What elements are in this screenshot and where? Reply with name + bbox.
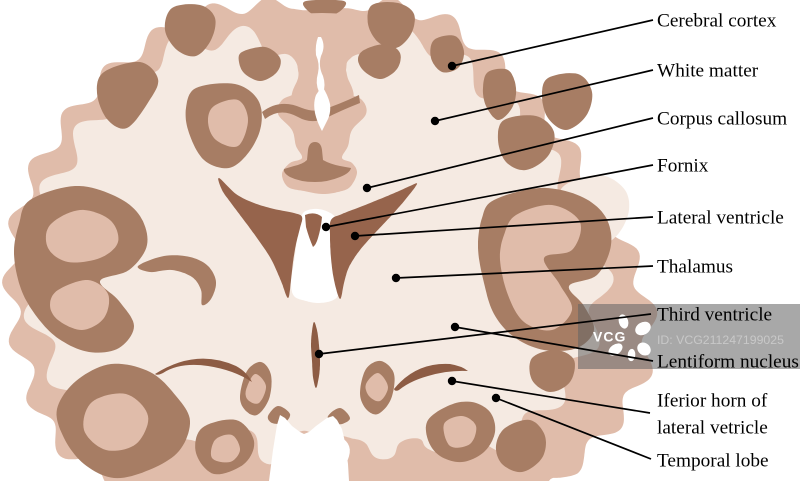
svg-text:Iferior horn of: Iferior horn of xyxy=(657,391,768,412)
svg-text:Lentiform nucleus: Lentiform nucleus xyxy=(657,352,799,373)
svg-text:Fornix: Fornix xyxy=(657,156,709,177)
svg-text:VCG: VCG xyxy=(593,329,626,345)
svg-text:White matter: White matter xyxy=(657,61,759,82)
svg-text:Cerebral cortex: Cerebral cortex xyxy=(657,11,777,32)
svg-text:Lateral ventricle: Lateral ventricle xyxy=(657,208,784,229)
svg-text:Corpus callosum: Corpus callosum xyxy=(657,109,787,130)
svg-text:lateral vetricle: lateral vetricle xyxy=(657,418,768,439)
svg-text:ID: VCG211247199025: ID: VCG211247199025 xyxy=(657,333,784,347)
svg-text:Temporal lobe: Temporal lobe xyxy=(657,451,769,472)
svg-text:Third ventricle: Third ventricle xyxy=(657,305,772,326)
svg-text:Thalamus: Thalamus xyxy=(657,257,733,278)
